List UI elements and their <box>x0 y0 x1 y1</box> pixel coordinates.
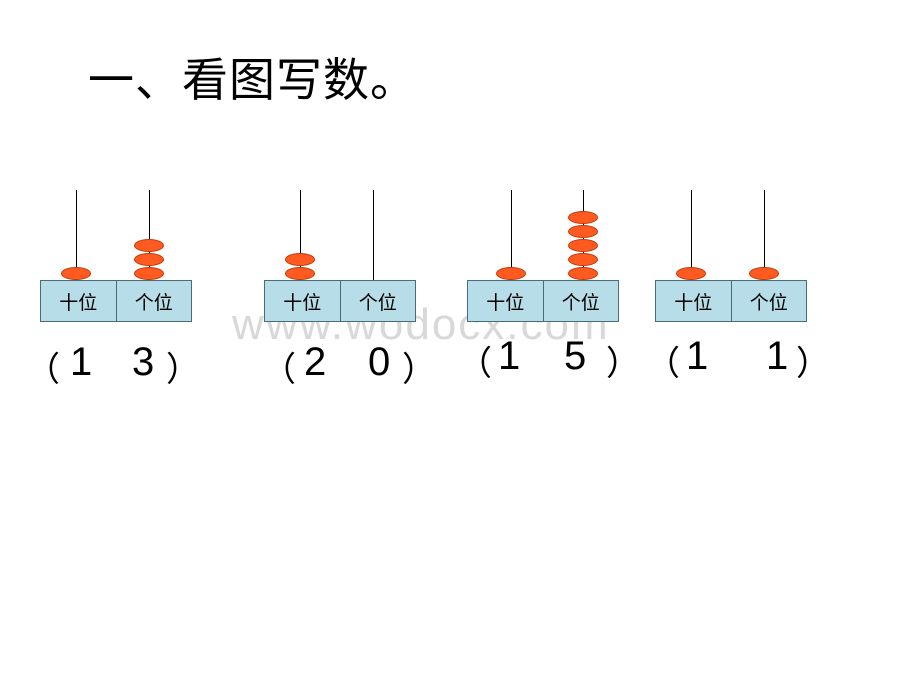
ones-bead <box>568 211 598 224</box>
open-paren: （ <box>646 345 680 383</box>
tens-rod <box>691 190 692 280</box>
ones-label: 个位 <box>115 281 192 321</box>
ones-answer: 1 <box>766 334 789 378</box>
ones-bead <box>568 267 598 280</box>
tens-answer: 1 <box>686 334 709 378</box>
ones-bead <box>134 267 164 280</box>
tens-bead <box>285 267 315 280</box>
abacus-frame: 十位 个位 <box>467 280 619 322</box>
ones-bead <box>134 253 164 266</box>
ones-bead <box>568 253 598 266</box>
tens-label: 十位 <box>59 291 98 314</box>
ones-answer: 3 <box>132 340 155 384</box>
tens-label: 十位 <box>674 291 713 314</box>
ones-bead <box>749 267 779 280</box>
ones-bead <box>568 239 598 252</box>
tens-bead <box>285 253 315 266</box>
close-paren: ） <box>402 351 436 389</box>
open-paren: （ <box>458 345 492 383</box>
ones-answer: 5 <box>564 334 587 378</box>
tens-rod <box>511 190 512 280</box>
abacus-1: 十位 个位 <box>40 190 192 324</box>
abacus-3: 十位 个位 <box>467 190 619 324</box>
ones-rod <box>764 190 765 280</box>
ones-answer: 0 <box>368 340 391 384</box>
tens-bead <box>496 267 526 280</box>
ones-rod <box>373 190 374 280</box>
answer-2: （ 2 0 ） <box>262 340 442 390</box>
tens-bead <box>676 267 706 280</box>
tens-label: 十位 <box>283 291 322 314</box>
answer-4: （ 1 1 ） <box>646 334 836 384</box>
close-paren: ） <box>606 345 640 383</box>
tens-answer: 1 <box>498 334 521 378</box>
abacus-frame: 十位 个位 <box>40 280 192 322</box>
ones-bead <box>134 239 164 252</box>
answer-3: （ 1 5 ） <box>458 334 644 384</box>
abacus-frame: 十位 个位 <box>655 280 807 322</box>
tens-label: 十位 <box>486 291 525 314</box>
ones-rod <box>149 190 150 280</box>
open-paren: （ <box>26 351 60 389</box>
close-paren: ） <box>796 345 830 383</box>
abacus-4: 十位 个位 <box>655 190 807 324</box>
page-title: 一、看图写数。 <box>88 53 417 107</box>
answer-1: （ 1 3 ） <box>26 340 206 390</box>
tens-answer: 1 <box>70 340 93 384</box>
tens-rod <box>300 190 301 280</box>
tens-bead <box>61 267 91 280</box>
ones-label: 个位 <box>339 281 416 321</box>
close-paren: ） <box>166 351 200 389</box>
open-paren: （ <box>262 351 296 389</box>
ones-label: 个位 <box>542 281 619 321</box>
abacus-frame: 十位 个位 <box>264 280 416 322</box>
tens-answer: 2 <box>304 340 327 384</box>
ones-label: 个位 <box>730 281 807 321</box>
abacus-2: 十位 个位 <box>264 190 416 324</box>
ones-bead <box>568 225 598 238</box>
tens-rod <box>76 190 77 280</box>
